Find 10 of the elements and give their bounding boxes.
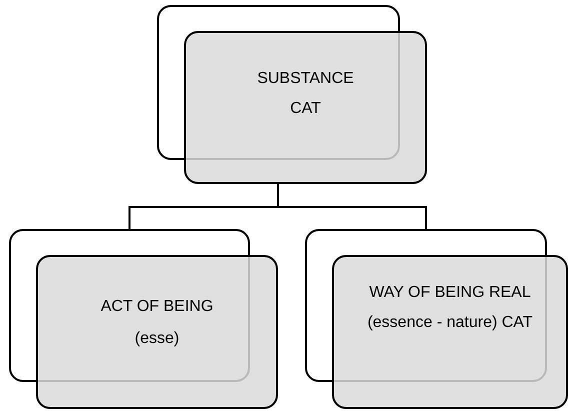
card-text: WAY OF BEING REAL	[368, 283, 532, 303]
stacked-card	[157, 5, 427, 184]
stacked-card	[9, 229, 278, 409]
card-text: ACT OF BEING	[100, 297, 214, 317]
card-text: (esse)	[134, 329, 180, 349]
card-text: SUBSTANCE	[256, 69, 355, 89]
card-text: (essence - nature) CAT	[366, 313, 534, 333]
connector-line	[277, 184, 427, 229]
stacked-card	[305, 229, 568, 409]
card-text: CAT	[289, 99, 322, 119]
